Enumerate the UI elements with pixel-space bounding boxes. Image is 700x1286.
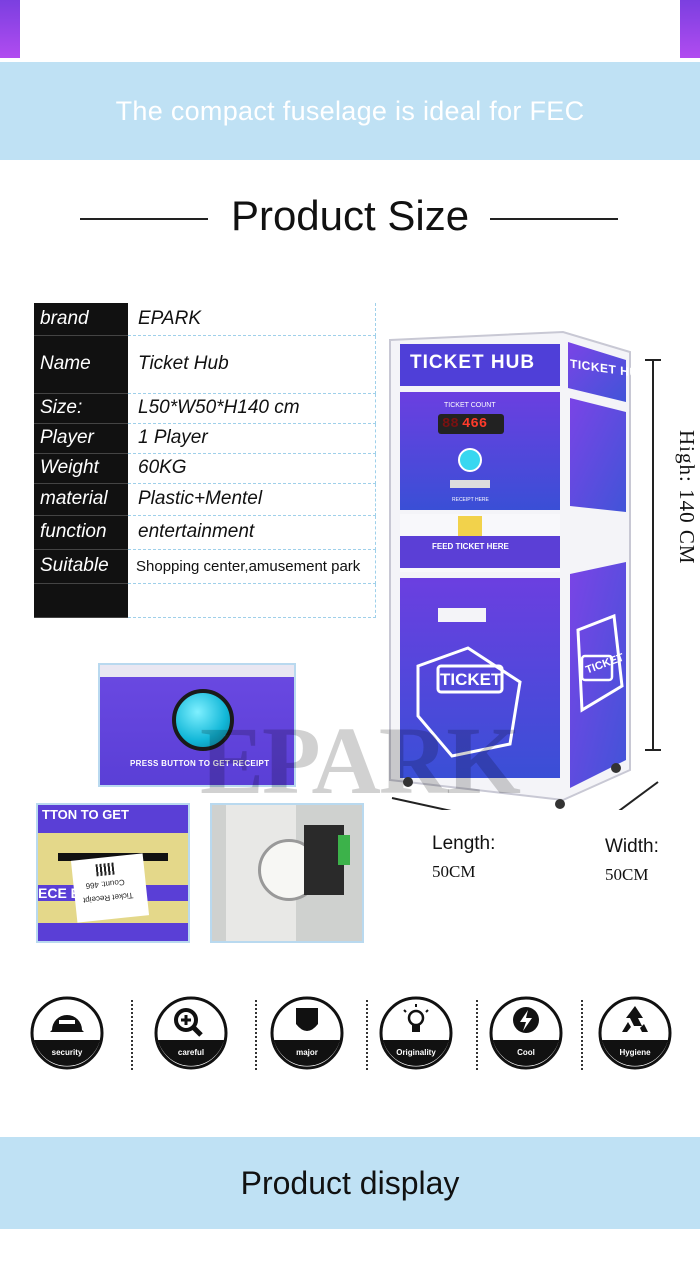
width-value: 50CM [605, 865, 649, 884]
bottom-banner-caption: Product display [240, 1164, 460, 1201]
closeup-bezel [100, 665, 294, 677]
spec-value: 60KG [128, 453, 376, 484]
feature-label: Hygiene [619, 1048, 651, 1057]
spec-key: brand [34, 303, 128, 336]
top-strip [0, 0, 700, 62]
receipt-title: Ticket Receipt [82, 890, 134, 905]
feature-label: Originality [396, 1048, 436, 1057]
spec-key: Player [34, 423, 128, 454]
receipt-paper: Count: 466 Ticket Receipt [70, 853, 150, 923]
spec-value: entertainment [128, 515, 376, 550]
spec-row: Size: L50*W50*H140 cm [34, 393, 376, 424]
spec-value: L50*W50*H140 cm [128, 393, 376, 424]
qr-code-icon [95, 862, 115, 877]
width-label: Width: [605, 836, 659, 857]
feature-label: Cool [517, 1048, 535, 1057]
spec-value: 1 Player [128, 423, 376, 454]
section-title: Product Size [230, 192, 470, 239]
feature-divider [255, 1000, 257, 1070]
closeup-button-caption: PRESS BUTTON TO GET RECEIPT [130, 759, 270, 768]
lightning-icon [489, 996, 563, 1070]
receipt-count: Count: 466 [85, 877, 126, 891]
spec-key: Name [34, 335, 128, 394]
top-banner-caption: The compact fuselage is ideal for FEC [115, 95, 585, 126]
ticket-hub-machine [389, 330, 661, 810]
shield-icon [270, 996, 344, 1070]
spec-value: EPARK [128, 303, 376, 336]
receipt-here-label: RECEIPT HERE [452, 497, 489, 503]
spec-key: Weight [34, 453, 128, 484]
height-dimension-label: High: 140 CM [675, 430, 699, 565]
spec-value: Ticket Hub [128, 335, 376, 394]
slot-top-text: TTON TO GET [42, 807, 129, 822]
spec-value [128, 583, 376, 618]
printer-cable [338, 835, 350, 865]
printer-mechanism [304, 825, 344, 895]
lightbulb-icon [379, 996, 453, 1070]
bottom-banner: Product display [0, 1137, 700, 1229]
heading-rule-left [80, 218, 208, 220]
spec-row: Name Ticket Hub [34, 335, 376, 394]
length-value: 50CM [432, 862, 476, 881]
recycle-icon [598, 996, 672, 1070]
ticket-count-prefix: 88 [442, 416, 459, 432]
machine-front-sign: TICKET HUB [410, 352, 536, 373]
big-button-icon [172, 689, 234, 751]
feature-label: major [296, 1048, 318, 1057]
feed-ticket-label: FEED TICKET HERE [432, 542, 509, 551]
closeup-printer [210, 803, 364, 943]
closeup-receipt-slot: TTON TO GET ECE ERE Count: 466 Ticket Re… [36, 803, 190, 943]
ticket-count-display: 466 [462, 416, 488, 432]
ticket-word-front: TICKET [440, 670, 502, 689]
watermark: EPARK [200, 707, 521, 814]
feature-icons: security careful major Originality Cool [0, 996, 700, 1076]
feature-divider [366, 1000, 368, 1070]
spec-row [34, 583, 376, 618]
magnifier-plus-icon [154, 996, 228, 1070]
corner-decoration-right [680, 0, 700, 58]
feature-divider [131, 1000, 133, 1070]
spec-row: brand EPARK [34, 303, 376, 336]
closeup-button: PRESS BUTTON TO GET RECEIPT [98, 663, 296, 787]
product-size-heading: Product Size [0, 192, 700, 252]
spec-value: Plastic+Mentel [128, 483, 376, 516]
spec-key [34, 583, 128, 618]
spec-key: Suitable [34, 549, 128, 584]
ticket-count-label: TICKET COUNT [444, 402, 496, 409]
helmet-icon [30, 996, 104, 1070]
spec-key: material [34, 483, 128, 516]
spec-table: brand EPARK Name Ticket Hub Size: L50*W5… [34, 303, 376, 618]
top-banner: The compact fuselage is ideal for FEC [0, 62, 700, 160]
spec-row: Player 1 Player [34, 423, 376, 454]
spec-key: Size: [34, 393, 128, 424]
heading-rule-right [490, 218, 618, 220]
spec-value: Shopping center,amusement park [128, 549, 376, 584]
feature-label: careful [177, 1048, 205, 1057]
spec-row: function entertainment [34, 515, 376, 550]
spec-row: Weight 60KG [34, 453, 376, 484]
spec-row: material Plastic+Mentel [34, 483, 376, 516]
feature-divider [476, 1000, 478, 1070]
spec-row: Suitable Shopping center,amusement park [34, 549, 376, 584]
feature-divider [581, 1000, 583, 1070]
spec-key: function [34, 515, 128, 550]
feature-label: security [51, 1048, 83, 1057]
corner-decoration-left [0, 0, 20, 58]
length-label: Length: [432, 833, 496, 854]
